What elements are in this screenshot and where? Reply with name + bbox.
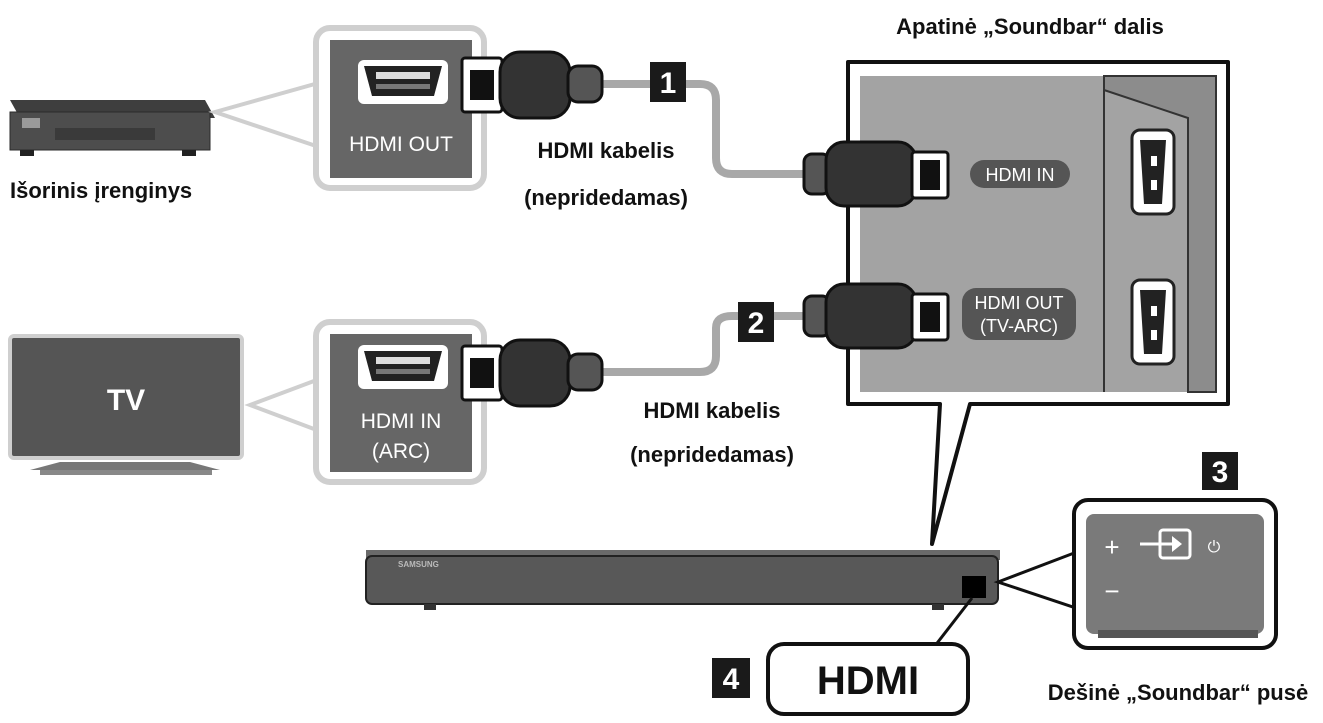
cable-1-label-2: (nepridedamas) [524, 185, 688, 210]
step-badge-4-number: 4 [723, 663, 740, 696]
soundbar-hdmi-in-tag [970, 160, 1070, 188]
power-icon: ⏻ [1208, 539, 1221, 556]
soundbar-right-side-label: Dešinė „Soundbar“ pusė [1048, 680, 1308, 705]
step-badge-4 [712, 658, 750, 698]
hdmi-port-icon [358, 60, 448, 104]
external-device-label: Išorinis įrenginys [10, 178, 192, 203]
dvd-player-icon [9, 100, 215, 156]
soundbar-hdmi-in-label: HDMI IN [986, 165, 1055, 185]
hdmi-cable-2 [600, 312, 810, 376]
hdmi-port-icon [358, 345, 448, 389]
hdmi-button-label: HDMI [817, 659, 919, 703]
cable-1-label-1: HDMI kabelis [538, 138, 675, 163]
zoom-wedge-device [208, 79, 324, 151]
cable-2-label-2: (nepridedamas) [630, 442, 794, 467]
step-badge-3-number: 3 [1212, 456, 1229, 489]
zoom-wedge-tv [244, 375, 324, 435]
soundbar-side-panel [1072, 498, 1278, 650]
zoom-wedge-side [993, 547, 1084, 613]
hdmi-port-icon [1130, 128, 1176, 216]
hdmi-out-label: HDMI OUT [349, 133, 453, 156]
hdmi-plug-icon [460, 50, 604, 120]
hdmi-cable-1 [600, 80, 810, 178]
hdmi-plug-icon [802, 140, 950, 208]
step-badge-1 [650, 62, 686, 102]
soundbar-bottom-title: Apatinė „Soundbar“ dalis [896, 14, 1164, 39]
step-badge-2-number: 2 [748, 307, 765, 340]
cable-2-label-1: HDMI kabelis [644, 398, 781, 423]
hdmi-button-box [766, 642, 970, 716]
hdmi-in-arc-label-1: HDMI IN [361, 410, 442, 433]
hdmi-out-frame [313, 25, 487, 191]
panel-minus-button: − [1104, 576, 1119, 606]
hdmi-port-icon [1130, 278, 1176, 366]
tv-screen-label: TV [107, 384, 145, 417]
hdmi-plug-icon [460, 338, 604, 408]
soundbar-hdmi-out-tag [962, 288, 1076, 340]
tv-icon [8, 334, 244, 475]
soundbar-brand: SAMSUNG [398, 560, 439, 569]
soundbar-hdmi-out-label-1: HDMI OUT [975, 293, 1064, 313]
step-badge-1-number: 1 [660, 67, 677, 100]
panel-plus-button: + [1104, 532, 1119, 562]
step-badge-2 [738, 302, 774, 342]
hdmi-plug-icon [802, 282, 950, 350]
soundbar [365, 550, 1000, 610]
soundbar-hdmi-out-label-2: (TV-ARC) [980, 316, 1058, 336]
source-input-icon [1140, 528, 1192, 560]
step-badge-3 [1202, 452, 1238, 490]
hdmi-in-arc-label-2: (ARC) [372, 440, 430, 463]
